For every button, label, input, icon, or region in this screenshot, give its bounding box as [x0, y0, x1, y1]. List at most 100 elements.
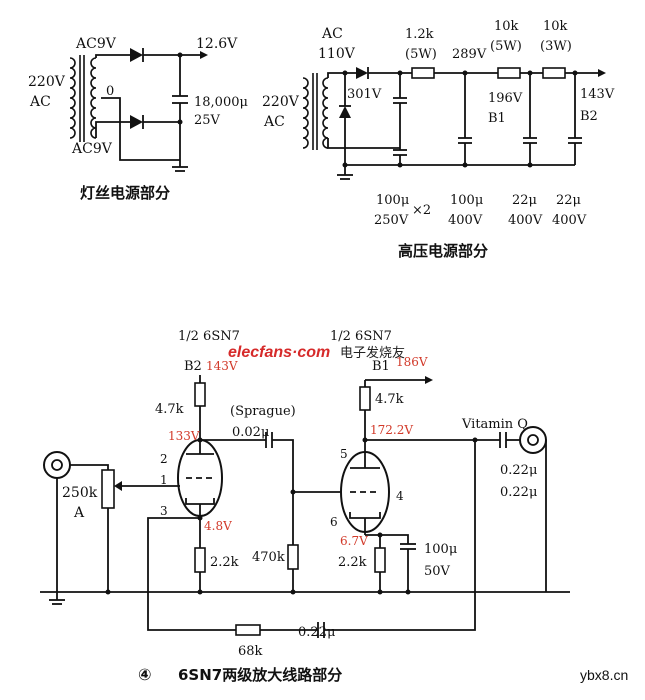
hv-caption: 高压电源部分: [398, 242, 488, 260]
hv-transformer-primary: [302, 77, 309, 149]
tube2-label: 1/2 6SN7: [330, 329, 392, 344]
amp-b1-voltage: 186V: [396, 355, 428, 369]
pot-wiper-arrow: [114, 481, 122, 491]
output-cap1-value: 0.22μ: [500, 463, 537, 478]
tube1-plate-resistor-value: 4.7k: [155, 402, 184, 417]
grid-resistor-470k: [287, 544, 299, 570]
hv-r3-value: 10k: [543, 19, 568, 34]
filament-caption: 灯丝电源部分: [80, 184, 170, 202]
tube2-plate-resistor: [359, 386, 371, 411]
hv-b1-voltage: 196V: [488, 91, 523, 106]
hv-c1-value: 100μ: [376, 193, 409, 208]
input-jack-icon: [43, 451, 71, 479]
hv-c4-value: 22μ: [556, 193, 581, 208]
hv-c3-value: 22μ: [512, 193, 537, 208]
cathode-bypass-value: 100μ: [424, 542, 457, 557]
filament-transformer-primary: [69, 57, 76, 139]
pin2-label: 2: [160, 452, 168, 466]
hv-in-voltage: 220V: [262, 94, 300, 110]
hv-c2-voltage: 400V: [448, 213, 483, 228]
filament-in-ac: AC: [29, 94, 51, 110]
filament-out-voltage: 12.6V: [196, 36, 238, 52]
hv-rect-voltage: 301V: [347, 87, 382, 102]
filament-in-voltage: 220V: [28, 74, 66, 90]
tube1-cathode: [185, 498, 215, 505]
filament-diode-bottom: [130, 115, 143, 129]
tube2-plate-resistor-value: 4.7k: [375, 392, 404, 407]
cathode1-resistor-value: 2.2k: [210, 555, 239, 570]
tube1-cathode-resistor: [194, 547, 206, 573]
tube2-cathode: [349, 512, 381, 519]
hv-r2-value: 10k: [494, 19, 519, 34]
filament-sec-top-label: AC9V: [75, 36, 117, 52]
amp-b2-label: B2: [184, 359, 202, 374]
output-cap2-value: 0.22μ: [500, 485, 537, 500]
hv-c3-voltage: 400V: [508, 213, 543, 228]
hv-v2: 289V: [452, 47, 487, 62]
hv-diode-shunt: [339, 106, 351, 118]
hv-supply: [302, 67, 606, 180]
amp-caption-number: ④: [138, 665, 152, 684]
hv-diode-series: [356, 67, 368, 79]
filament-transformer-secondary: [90, 57, 97, 139]
tube2-cathode-resistor: [374, 547, 386, 573]
hv-b2-label: B2: [580, 109, 598, 124]
tube1-plate-resistor: [194, 382, 206, 407]
pot-value: 250k: [62, 485, 98, 501]
hv-c4-voltage: 400V: [552, 213, 587, 228]
hv-sec-ac: AC: [321, 26, 343, 42]
feedback-cap-value: 0.22μ: [298, 625, 335, 640]
vitamin-label: Vitamin Q: [461, 417, 528, 432]
hv-r1-power: (5W): [405, 47, 437, 62]
sprague-label: (Sprague): [230, 404, 296, 419]
pin4-label: 4: [396, 489, 404, 503]
filament-center-tap: [101, 97, 180, 161]
coupling-cap-value: 0.02μ: [232, 425, 269, 440]
watermark-site: elecfans·com: [228, 344, 330, 361]
cathode1-voltage: 4.8V: [204, 519, 232, 533]
hv-transformer-secondary: [322, 77, 329, 149]
hv-r3-power: (3W): [540, 39, 572, 54]
b1-arrow: [425, 376, 433, 384]
hv-b2-arrow: [598, 69, 606, 77]
feedback-resistor-value: 68k: [238, 644, 263, 659]
hv-b2-voltage: 143V: [580, 87, 615, 102]
watermark-bottom: ybx8.cn: [580, 667, 628, 683]
hv-sec-voltage: 110V: [318, 46, 356, 62]
plate2-voltage: 172.2V: [370, 423, 413, 437]
filament-center-tap-label: 0: [106, 84, 114, 99]
cathode2-resistor-value: 2.2k: [338, 555, 367, 570]
hv-r2-power: (5W): [490, 39, 522, 54]
filament-cap-voltage: 25V: [194, 113, 221, 128]
hv-r1-value: 1.2k: [405, 27, 434, 42]
amplifier: [40, 375, 570, 638]
amp-b2-voltage: 143V: [206, 359, 238, 373]
filament-supply: [69, 48, 208, 172]
filament-diode-top: [130, 48, 143, 62]
hv-b1-label: B1: [488, 111, 506, 126]
hv-in-ac: AC: [263, 114, 285, 130]
cathode-bypass-voltage: 50V: [424, 564, 451, 579]
hv-c1-voltage: 250V: [374, 213, 409, 228]
watermark-site-cn: 电子发烧友: [340, 345, 405, 361]
filament-cap-value: 18,000μ: [194, 95, 248, 110]
pin6-label: 6: [330, 515, 338, 529]
filament-output-arrow: [200, 51, 208, 59]
plate1-voltage: 133V: [168, 429, 200, 443]
pin3-label: 3: [160, 504, 168, 518]
cathode2-voltage: 6.7V: [340, 534, 368, 548]
feedback-resistor-68k: [235, 624, 261, 636]
hv-c2-value: 100μ: [450, 193, 483, 208]
hv-c1-times: ×2: [412, 203, 431, 218]
tube1-label: 1/2 6SN7: [178, 329, 240, 344]
pin5-label: 5: [340, 447, 348, 461]
pin1-label: 1: [160, 473, 168, 487]
filament-sec-bottom-label: AC9V: [71, 141, 113, 157]
volume-pot: [101, 469, 115, 509]
pot-label: A: [73, 505, 85, 521]
hv-r3: [542, 67, 566, 79]
amp-caption: 6SN7两级放大线路部分: [178, 666, 342, 684]
hv-r1: [411, 67, 435, 79]
grid-resistor-value: 470k: [252, 550, 285, 565]
